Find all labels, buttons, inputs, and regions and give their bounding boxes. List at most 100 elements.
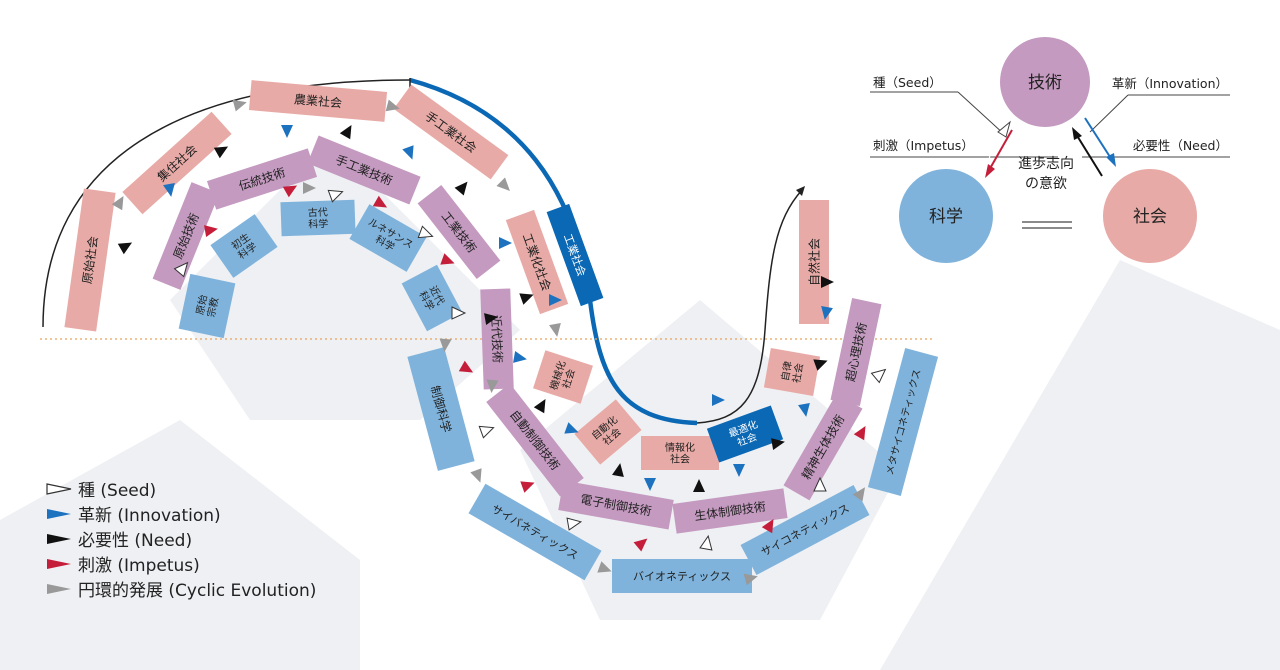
seed-arrow-icon <box>451 306 467 320</box>
segment-box <box>480 288 514 390</box>
impetus-arrow-icon <box>520 481 535 493</box>
segment-box <box>546 203 604 307</box>
segment-box <box>612 559 752 593</box>
innovation-arrow-icon <box>402 145 414 160</box>
segment-information-society: 情報化社会 <box>641 436 719 470</box>
legend-label: 種 (Seed) <box>78 481 157 501</box>
cyclic-arrow-icon <box>470 468 482 483</box>
seed-arrow-icon <box>417 225 434 239</box>
segment-box <box>486 383 584 497</box>
cyclic-arrow-icon <box>852 487 866 502</box>
seed-arrow-icon <box>566 517 583 531</box>
seed-arrowhead <box>997 120 1011 138</box>
segment-box <box>206 148 318 210</box>
need-arrow-icon <box>821 276 834 288</box>
seed-arrow-icon <box>478 425 495 439</box>
legend-item-cyclic: 円環的発展 (Cyclic Evolution) <box>44 576 316 601</box>
segment-box <box>672 488 788 534</box>
society-label: 社会 <box>1133 207 1167 227</box>
segment-electronic-control-tech: 電子制御技術 <box>558 480 674 530</box>
segment-box <box>574 399 642 465</box>
need-arrow-icon <box>813 359 828 371</box>
innovation-arrow-icon <box>281 125 293 138</box>
need-arrowhead <box>1072 127 1082 140</box>
need-arrow-icon <box>339 124 352 140</box>
segment-control-science: 制御科学 <box>407 347 475 471</box>
need-arrow-icon <box>612 463 624 477</box>
innovation-arrowhead <box>1106 153 1116 167</box>
segment-box <box>505 209 569 315</box>
cyclic-arrow-icon <box>47 583 71 594</box>
impetus-arrow-icon <box>440 253 455 265</box>
need-arrow-icon <box>484 313 498 325</box>
impetus-arrow-icon <box>458 360 474 373</box>
segment-box <box>417 184 501 280</box>
future-timeline-curve <box>696 189 803 424</box>
impetus-arrowhead <box>985 164 995 178</box>
innovation-arrow-icon <box>47 508 71 519</box>
segment-meta-cybernetics: メタサイコネティックス <box>867 348 939 496</box>
legend-item-innovation: 革新 (Innovation) <box>44 501 316 526</box>
segment-agricultural-society: 農業社会 <box>248 80 388 122</box>
need-label: 必要性（Need） <box>1133 138 1228 153</box>
innovation-arrow-icon <box>733 464 745 477</box>
legend-item-impetus: 刺激 (Impetus) <box>44 551 316 576</box>
segment-label: 自然社会 <box>806 238 821 286</box>
tech-circle <box>1000 37 1090 127</box>
segment-box <box>740 484 870 576</box>
legend: 種 (Seed)革新 (Innovation) 必要性 (Need)刺激 (Imp… <box>44 476 316 601</box>
need-arrow-icon <box>47 533 71 544</box>
cyclic-arrow-icon <box>597 561 612 573</box>
segment-ancient-science: 古代科学 <box>280 199 356 237</box>
legend-item-need: 必要性 (Need) <box>44 526 316 551</box>
seed-arrow-icon <box>699 534 713 551</box>
center-label: 進歩志向の意欲 <box>1018 156 1074 192</box>
innovation-arrow-icon <box>564 422 579 434</box>
science-label: 科学 <box>929 207 963 227</box>
segment-label: 原始社会 <box>79 235 101 285</box>
segment-hyper-psych-tech: 超心理技術 <box>830 298 882 406</box>
impetus-arrow-icon <box>372 195 388 208</box>
segment-bio-control-tech: 生体制御技術 <box>672 488 788 534</box>
need-arrow-icon <box>117 242 133 255</box>
segment-automated-society: 自動化社会 <box>574 399 642 465</box>
segment-box <box>210 214 278 278</box>
impetus-arrow-icon <box>761 518 774 534</box>
segment-box <box>64 188 116 332</box>
segment-label: 近代技術 <box>489 315 505 363</box>
innovation-arrow-icon <box>163 183 175 197</box>
need-arrow-icon <box>519 293 534 305</box>
segment-box <box>248 80 388 122</box>
impetus-arrow-icon <box>282 185 298 198</box>
cyclic-arrow-icon <box>385 99 400 112</box>
segment-box <box>867 348 939 496</box>
cyclic-arrow-icon <box>743 573 758 586</box>
cyclic-arrow-icon <box>496 177 510 191</box>
segment-label: 古代科学 <box>308 206 329 231</box>
segment-box <box>349 204 427 272</box>
need-arrow-icon <box>693 479 705 492</box>
segment-label: バイオネティックス <box>633 570 731 583</box>
segment-label: 情報化社会 <box>665 441 695 466</box>
legend-label: 必要性 (Need) <box>78 531 193 551</box>
innovation-label: 革新（Innovation） <box>1112 76 1228 91</box>
legend-label: 円環的発展 (Cyclic Evolution) <box>78 581 317 601</box>
impetus-arrow-icon <box>853 425 866 441</box>
cyclic-arrow-icon <box>303 182 316 194</box>
segment-mechanized-society: 機械化社会 <box>533 350 593 404</box>
triangle-figure: 技術 科学 社会 種（Seed） 刺激（Impetus） 革新（Innovati… <box>870 37 1230 263</box>
segments-layer: 農業社会集住社会手工業社会原始社会伝統技術手工業技術原始技術古代科学初生科学原始… <box>64 80 939 593</box>
arrows-layer <box>111 99 887 586</box>
society-circle <box>1103 169 1197 263</box>
segment-box <box>152 182 220 290</box>
segment-label: 農業社会 <box>293 91 342 110</box>
segment-box <box>763 347 821 397</box>
seed-arrow-icon <box>813 476 827 492</box>
segment-optimized-society: 最適化社会 <box>706 405 784 463</box>
segment-box <box>280 199 356 237</box>
segment-traditional-tech: 伝統技術 <box>206 148 318 210</box>
innovation-arrow-icon <box>549 294 562 306</box>
segment-box <box>401 264 463 332</box>
innovation-arrow-icon <box>798 403 810 417</box>
